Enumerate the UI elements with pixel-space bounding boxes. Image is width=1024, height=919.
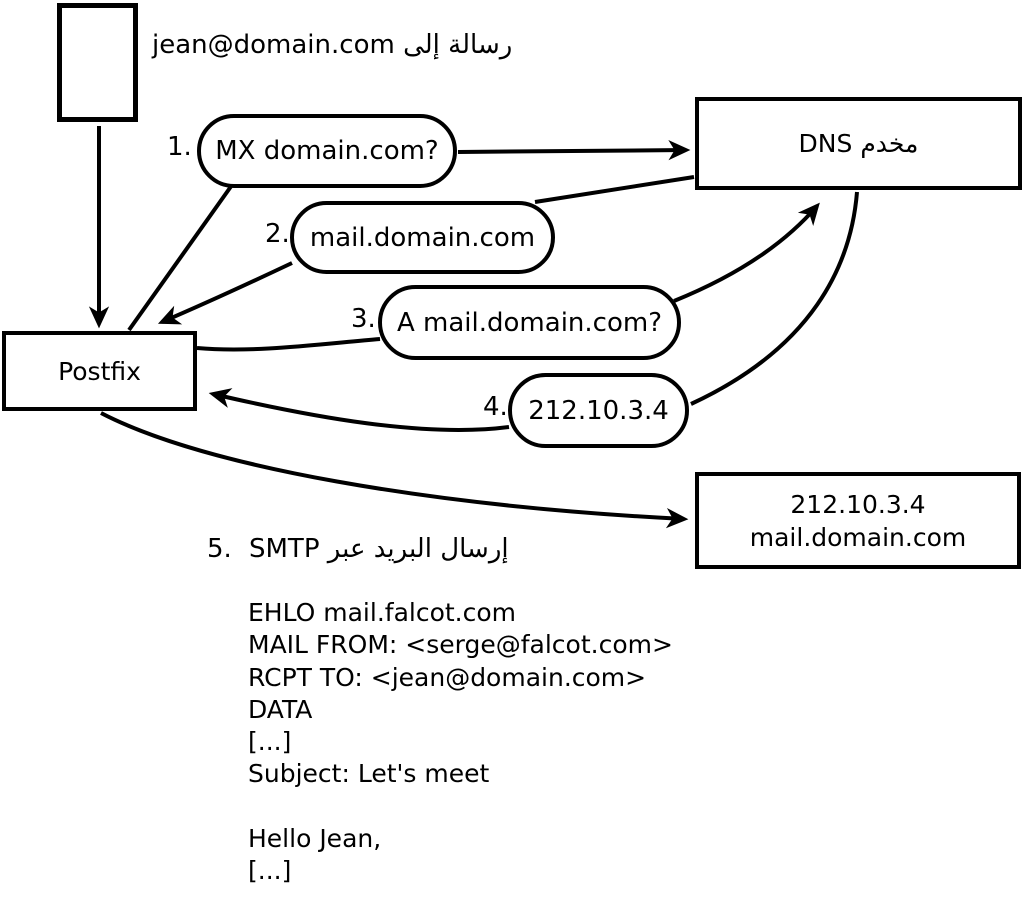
arrow-reply4-to-postfix [208, 388, 510, 432]
step4-number: 4. [483, 392, 508, 422]
reply-ip-label: 212.10.3.4 [528, 395, 669, 426]
reply-ip-pill: 212.10.3.4 [508, 373, 689, 448]
smtp-line: EHLO mail.falcot.com [248, 598, 517, 627]
query-mx-pill: MX domain.com? [197, 114, 457, 188]
sender-node [57, 3, 138, 122]
smtp-line: MAIL FROM: <serge@falcot.com> [248, 630, 673, 660]
arrow-reply2-to-postfix [157, 261, 293, 325]
postfix-node: Postfix [2, 331, 197, 411]
line-dns-to-reply4 [690, 191, 859, 406]
destination-host-label: mail.domain.com [749, 522, 967, 552]
destination-ip-label: 212.10.3.4 [790, 489, 926, 519]
reply-mx-label: mail.domain.com [309, 222, 536, 253]
line-postfix-to-query1 [127, 183, 234, 332]
step1-number: 1. [167, 132, 192, 162]
step5-number: 5. [207, 534, 232, 564]
smtp-line [248, 888, 673, 919]
arrow-query1-to-dns [457, 140, 691, 161]
smtp-line: [...] [248, 856, 292, 886]
arrow-smtp-to-mailserver [100, 411, 689, 529]
smtp-line: DATA [248, 694, 313, 724]
smtp-line: Subject: Let's meet [248, 759, 490, 789]
query-mx-label: MX domain.com? [215, 136, 439, 166]
smtp-line [248, 791, 673, 823]
step3-number: 3. [351, 304, 376, 334]
reply-mx-pill: mail.domain.com [290, 201, 555, 274]
query-a-record-label: A mail.domain.com? [397, 307, 662, 338]
smtp-line: [...] [248, 727, 292, 757]
query-a-record-pill: A mail.domain.com? [378, 285, 681, 360]
smtp-line: Hello Jean, [248, 824, 382, 854]
line-postfix-to-query3 [196, 337, 381, 352]
step5-label: إرسال البريد عبر SMTP [249, 534, 509, 564]
dns-server-node: مخدم DNS [695, 97, 1022, 190]
step2-number: 2. [265, 219, 290, 249]
destination-mailserver-node: 212.10.3.4 mail.domain.com [695, 472, 1021, 569]
line-dns-to-reply2 [534, 175, 695, 204]
smtp-line: RCPT TO: <jean@domain.com> [248, 662, 647, 692]
dns-server-label: مخدم DNS [798, 129, 919, 158]
postfix-label: Postfix [58, 356, 141, 386]
message-label: رسالة إلى jean@domain.com [152, 30, 513, 60]
arrow-query3-to-dns [673, 202, 820, 303]
smtp-session-transcript: EHLO mail.falcot.com MAIL FROM: <serge@f… [248, 597, 673, 919]
